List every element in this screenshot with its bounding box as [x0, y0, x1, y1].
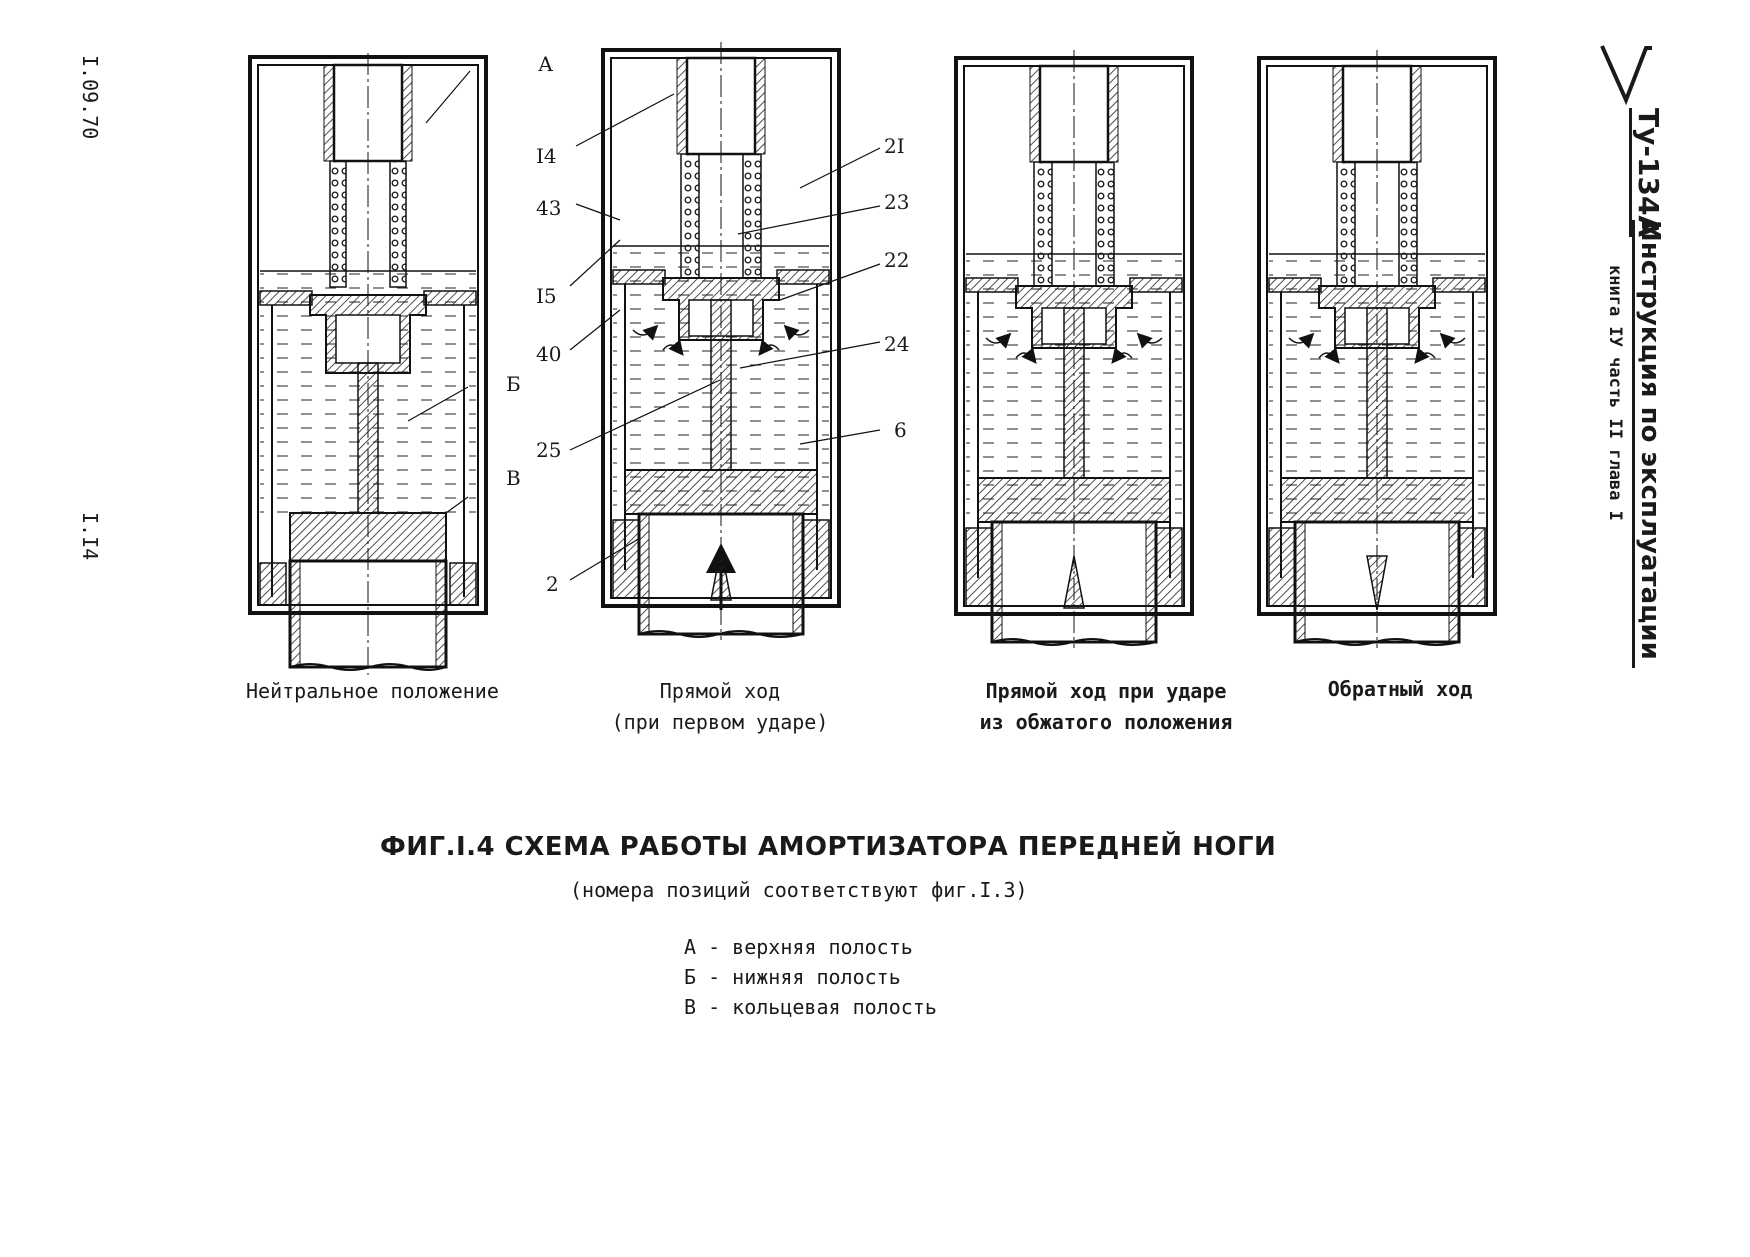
callout-22: 22: [884, 248, 910, 272]
callout-A: А: [538, 52, 554, 76]
leaders-diagram-2: [569, 93, 881, 581]
figure-title: ФИГ.I.4 СХЕМА РАБОТЫ АМОРТИЗАТОРА ПЕРЕДН…: [380, 832, 1277, 862]
caption-return: Обратный ход: [1327, 677, 1473, 701]
callout-15: I5: [536, 284, 557, 308]
caption-neutral: Нейтральное положение: [246, 679, 499, 703]
caption-direct-first: Прямой ход (при первом ударе): [611, 679, 829, 734]
callout-43: 43: [536, 196, 562, 220]
legend-item: А - верхняя полость: [684, 935, 913, 959]
callout-14: I4: [536, 144, 557, 168]
legend: А - верхняя полость Б - нижняя полость В…: [684, 932, 937, 1022]
legend-item: В - кольцевая полость: [684, 995, 937, 1019]
diagram-neutral: [248, 53, 488, 675]
callout-40: 40: [536, 342, 562, 366]
callout-21: 2I: [884, 134, 905, 158]
callout-24: 24: [884, 332, 910, 356]
figure-subtitle: (номера позиций соответствуют фиг.I.3): [570, 878, 1028, 902]
diagram-return-stroke: [1259, 50, 1495, 648]
diagram-direct-stroke-first: [603, 42, 839, 640]
callout-25: 25: [536, 438, 562, 462]
callout-23: 23: [884, 190, 910, 214]
diagrams-svg: [248, 0, 1750, 675]
legend-item: Б - нижняя полость: [684, 965, 901, 989]
callout-6: 6: [894, 418, 907, 442]
callout-V: В: [506, 466, 521, 490]
caption-direct-compressed: Прямой ход при ударе из обжатого положен…: [979, 679, 1233, 734]
callout-2: 2: [546, 572, 559, 596]
callout-B: Б: [506, 372, 521, 396]
header-logo-icon: [1596, 40, 1654, 112]
diagram-direct-stroke-compressed: [956, 50, 1192, 648]
